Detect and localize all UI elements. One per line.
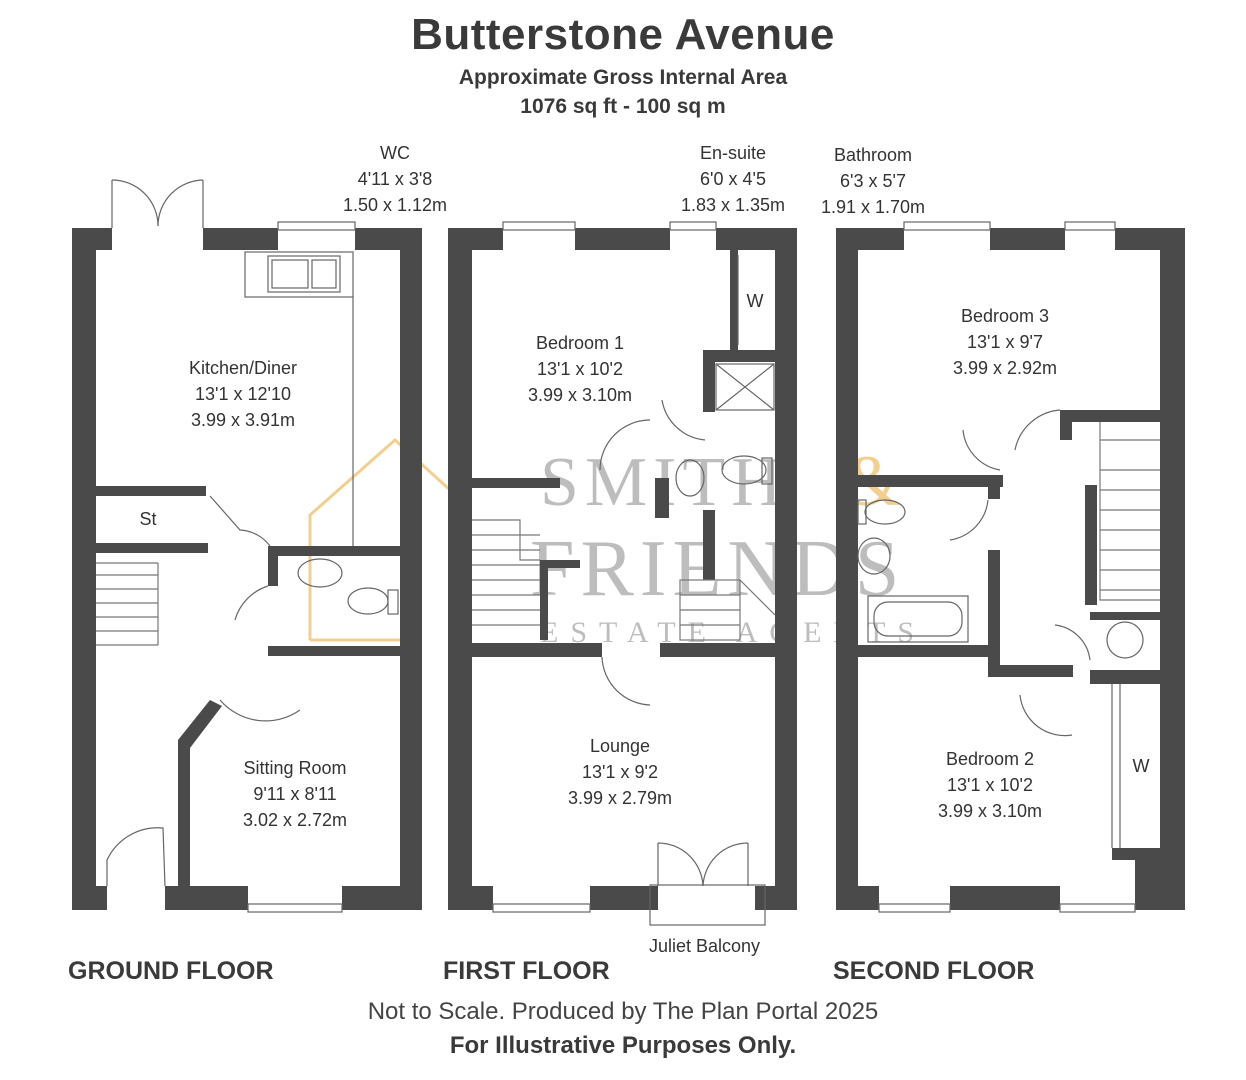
footer-illustrative: For Illustrative Purposes Only. xyxy=(449,1032,797,1059)
room-label-bedroom-3: Bedroom 3 13'1 x 9'7 3.99 x 2.92m xyxy=(952,306,1058,378)
wardrobe-label-second: W xyxy=(1132,756,1150,776)
area-value: 1076 sq ft - 100 sq m xyxy=(520,95,726,118)
ground-floor-fixtures xyxy=(96,179,399,913)
room-label-sitting-room: Sitting Room 9'11 x 8'11 3.02 x 2.72m xyxy=(242,758,348,830)
area-subtitle: Approximate Gross Internal Area xyxy=(458,66,788,89)
second-floor-fixtures xyxy=(737,221,1160,913)
ground-floor-walls xyxy=(72,228,422,910)
room-label-bedroom-2: Bedroom 2 13'1 x 10'2 3.99 x 3.10m xyxy=(937,749,1043,821)
room-label-store: St xyxy=(139,509,157,529)
floor-title-second: SECOND FLOOR xyxy=(833,957,1035,985)
floor-title-ground: GROUND FLOOR xyxy=(68,957,274,985)
juliet-balcony-label: Juliet Balcony xyxy=(648,936,761,956)
room-label-ensuite: En-suite 6'0 x 4'5 1.83 x 1.35m xyxy=(680,143,786,215)
room-label-bedroom-1: Bedroom 1 13'1 x 10'2 3.99 x 3.10m xyxy=(527,333,633,405)
room-label-wc: WC 4'11 x 3'8 1.50 x 1.12m xyxy=(342,143,448,215)
watermark-house-logo xyxy=(308,437,452,642)
room-label-bathroom: Bathroom 6'3 x 5'7 1.91 x 1.70m xyxy=(820,145,926,217)
footer-disclaimer: Not to Scale. Produced by The Plan Porta… xyxy=(367,998,879,1025)
page-title: Butterstone Avenue xyxy=(411,10,835,59)
room-label-lounge: Lounge 13'1 x 9'2 3.99 x 2.79m xyxy=(567,736,673,808)
first-floor-fixtures xyxy=(472,221,776,926)
wardrobe-label-first: W xyxy=(746,291,764,311)
watermark-text: SMITH & FRIENDS ESTATE AGENTS xyxy=(530,441,914,649)
first-floor-walls xyxy=(448,228,797,910)
floor-title-first: FIRST FLOOR xyxy=(443,957,610,985)
second-floor-walls xyxy=(836,228,1185,910)
room-label-kitchen: Kitchen/Diner 13'1 x 12'10 3.99 x 3.91m xyxy=(188,358,298,430)
